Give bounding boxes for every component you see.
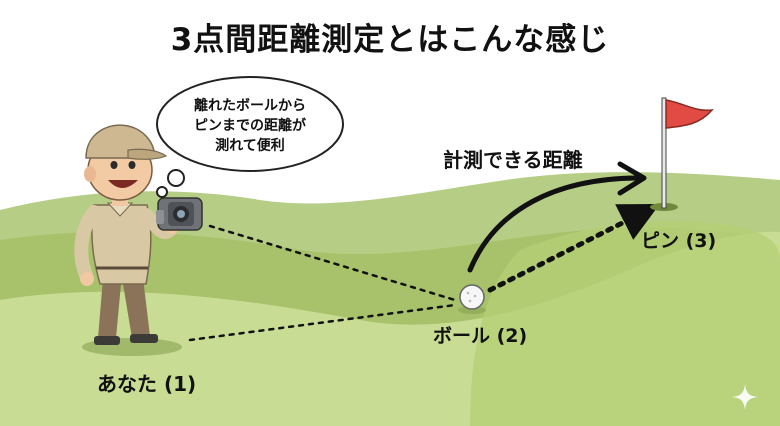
- dotted-arrow-ball-to-pin: [487, 203, 660, 293]
- measured-distance-label: 計測できる距離: [443, 148, 583, 172]
- bubble-line: 離れたボールから: [194, 98, 306, 114]
- bubble-line: ピンまでの距離が: [194, 118, 306, 134]
- pin-label: ピン (3): [641, 230, 717, 252]
- you-label: あなた (1): [97, 372, 197, 396]
- green: [470, 221, 780, 426]
- dotted-line-device-to-ball: [208, 224, 457, 302]
- page-title: 3点間距離測定とはこんな感じ: [170, 22, 610, 58]
- bubble-line: 測れて便利: [215, 138, 285, 154]
- flag-icon: [650, 97, 714, 211]
- golfer: [74, 124, 179, 345]
- measured-distance-arrowhead: [617, 161, 647, 196]
- thought-bubble: [156, 76, 344, 198]
- dotted-line-you-to-ball: [188, 303, 457, 342]
- thought-bubble-text: 離れたボールから ピンまでの距離が 測れて便利: [165, 96, 335, 156]
- golf-ball-icon: [458, 284, 486, 314]
- ball-label: ボール (2): [433, 325, 528, 347]
- measured-distance-arrow: [467, 175, 643, 273]
- rangefinder-icon: [156, 197, 203, 231]
- sparkle-icon: [732, 384, 758, 410]
